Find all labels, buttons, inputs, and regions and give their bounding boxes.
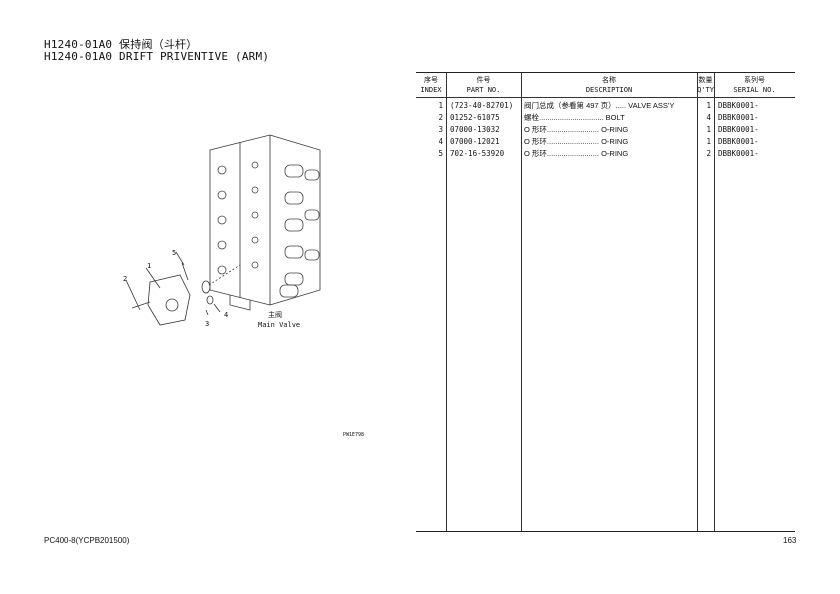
callout-5: 5 <box>172 249 177 257</box>
row-part-no: 07000-12021 <box>450 137 500 146</box>
main-valve-illustration <box>209 134 321 311</box>
caption-english: Main Valve <box>258 321 301 329</box>
row-part-no: 702-16-53920 <box>450 149 505 158</box>
callout-3: 3 <box>205 320 210 328</box>
row-qty: 4 <box>706 113 711 122</box>
title-chinese: H1240-01A0 保持阀（斗杆） <box>44 38 198 51</box>
row-index: 4 <box>438 137 443 146</box>
table-row: 2 01252-61075 螺栓..........................… <box>416 112 795 123</box>
row-qty: 1 <box>706 101 711 110</box>
drift-valve-part-1 <box>147 274 191 326</box>
footer-model: PC400-8(YCPB201500) <box>44 536 130 545</box>
o-ring-part-5 <box>181 262 189 281</box>
row-part-no: (723-40-82701) <box>450 101 514 110</box>
row-description: 螺栓............................... BOLT <box>524 113 625 122</box>
row-part-no: 07000-13032 <box>450 125 500 134</box>
o-ring-part-4 <box>206 295 214 305</box>
row-serial: DBBK0001- <box>718 113 759 122</box>
table-row: 3 07000-13032 O 形环........................… <box>416 124 795 135</box>
callout-4: 4 <box>224 311 229 319</box>
row-serial: DBBK0001- <box>718 149 759 158</box>
title-english: H1240-01A0 DRIFT PRIVENTIVE (ARM) <box>44 50 270 63</box>
row-description: O 形环......................... O-RING <box>524 137 629 146</box>
row-part-no: 01252-61075 <box>450 113 500 122</box>
bolt-part-2 <box>131 301 151 309</box>
row-serial: DBBK0001- <box>718 137 759 146</box>
table-row: 4 07000-12021 O 形环........................… <box>416 136 795 147</box>
table-row: 1 (723-40-82701) 阀门总成（参看第 497 页）..... VALV… <box>416 100 795 111</box>
row-description: O 形环......................... O-RING <box>524 149 629 158</box>
row-serial: DBBK0001- <box>718 101 759 110</box>
callout-1: 1 <box>147 262 152 270</box>
exploded-view-drawing <box>125 134 321 326</box>
callout-2: 2 <box>123 275 128 283</box>
footer-page-number: 163 <box>783 536 797 545</box>
row-qty: 1 <box>706 125 711 134</box>
o-ring-part-3 <box>201 280 211 294</box>
row-index: 1 <box>438 101 443 110</box>
caption-chinese: 主阀 <box>268 311 282 319</box>
row-description: 阀门总成（参看第 497 页）..... VALVE ASS'Y <box>524 101 675 110</box>
row-index: 2 <box>438 113 443 122</box>
table-row: 5 702-16-53920 O 形环.......................… <box>416 148 795 159</box>
row-qty: 1 <box>706 137 711 146</box>
row-index: 5 <box>438 149 443 158</box>
figure-id: PW1E798 <box>343 432 365 438</box>
row-description: O 形环......................... O-RING <box>524 125 629 134</box>
row-serial: DBBK0001- <box>718 125 759 134</box>
row-qty: 2 <box>706 149 711 158</box>
row-index: 3 <box>438 125 443 134</box>
